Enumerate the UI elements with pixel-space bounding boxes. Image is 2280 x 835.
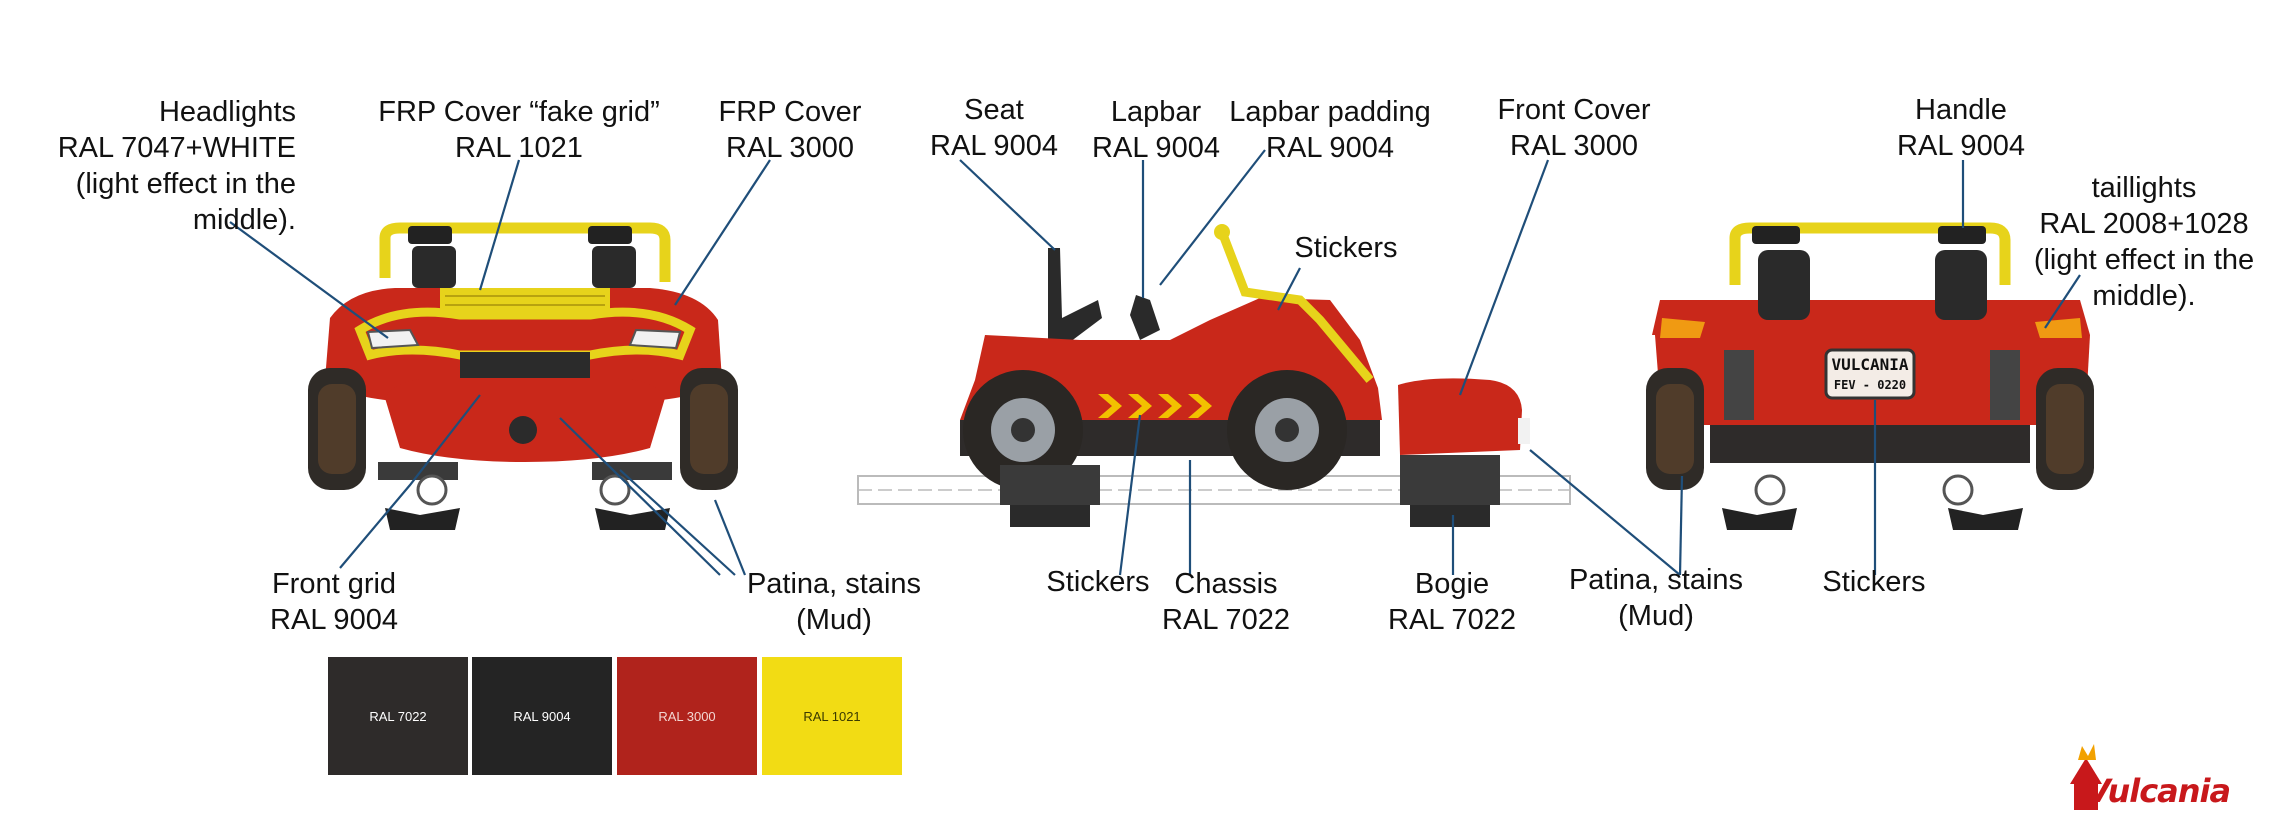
stickers-top-label: Stickers: [1294, 232, 1398, 264]
plate-line2: FEV - 0220: [1834, 378, 1906, 392]
plate-line1: VULCANIA: [1831, 355, 1908, 374]
flame-icon: [2070, 744, 2102, 810]
swatch-ral-3000: RAL 3000: [617, 657, 757, 775]
handle-label: Handle RAL 9004: [1897, 94, 2025, 162]
side-view: [857, 224, 1571, 527]
vulcania-logo: Vulcania: [2056, 742, 2236, 812]
frp-fake-grid-label: FRP Cover “fake grid” RAL 1021: [378, 96, 660, 164]
front-cover-label: Front Cover RAL 3000: [1497, 94, 1651, 162]
front-view: [308, 222, 738, 530]
swatch-label: RAL 3000: [658, 708, 716, 724]
seat-label: Seat RAL 9004: [930, 94, 1058, 162]
taillights-label: taillights RAL 2008+1028 (light effect i…: [2033, 172, 2255, 312]
swatch-ral-9004: RAL 9004: [472, 657, 612, 775]
swatch-ral-7022: RAL 7022: [328, 657, 468, 775]
rear-view: VULCANIA FEV - 0220: [1646, 222, 2094, 530]
leader-lines: [229, 149, 2081, 576]
brand-name: Vulcania: [2086, 772, 2231, 810]
frp-cover-label: FRP Cover RAL 3000: [718, 96, 862, 164]
patina-left-label: Patina, stains (Mud): [746, 568, 922, 636]
patina-mid-label: Patina, stains (Mud): [1568, 564, 1744, 632]
headlights-label: Headlights RAL 7047+WHITE (light effect …: [57, 96, 296, 236]
front-grid-label: Front grid RAL 9004: [270, 568, 398, 636]
lapbar-label: Lapbar RAL 9004: [1092, 96, 1220, 164]
swatch-ral-1021: RAL 1021: [762, 657, 902, 775]
stickers-bottom-label: Stickers: [1046, 566, 1150, 598]
stickers-rear-label: Stickers: [1822, 566, 1926, 598]
chassis-label: Chassis RAL 7022: [1162, 568, 1290, 636]
swatch-label: RAL 9004: [513, 708, 571, 724]
swatch-label: RAL 1021: [803, 708, 861, 724]
swatch-label: RAL 7022: [369, 708, 427, 724]
bogie-label: Bogie RAL 7022: [1388, 568, 1516, 636]
lapbar-padding-label: Lapbar padding RAL 9004: [1229, 96, 1431, 164]
